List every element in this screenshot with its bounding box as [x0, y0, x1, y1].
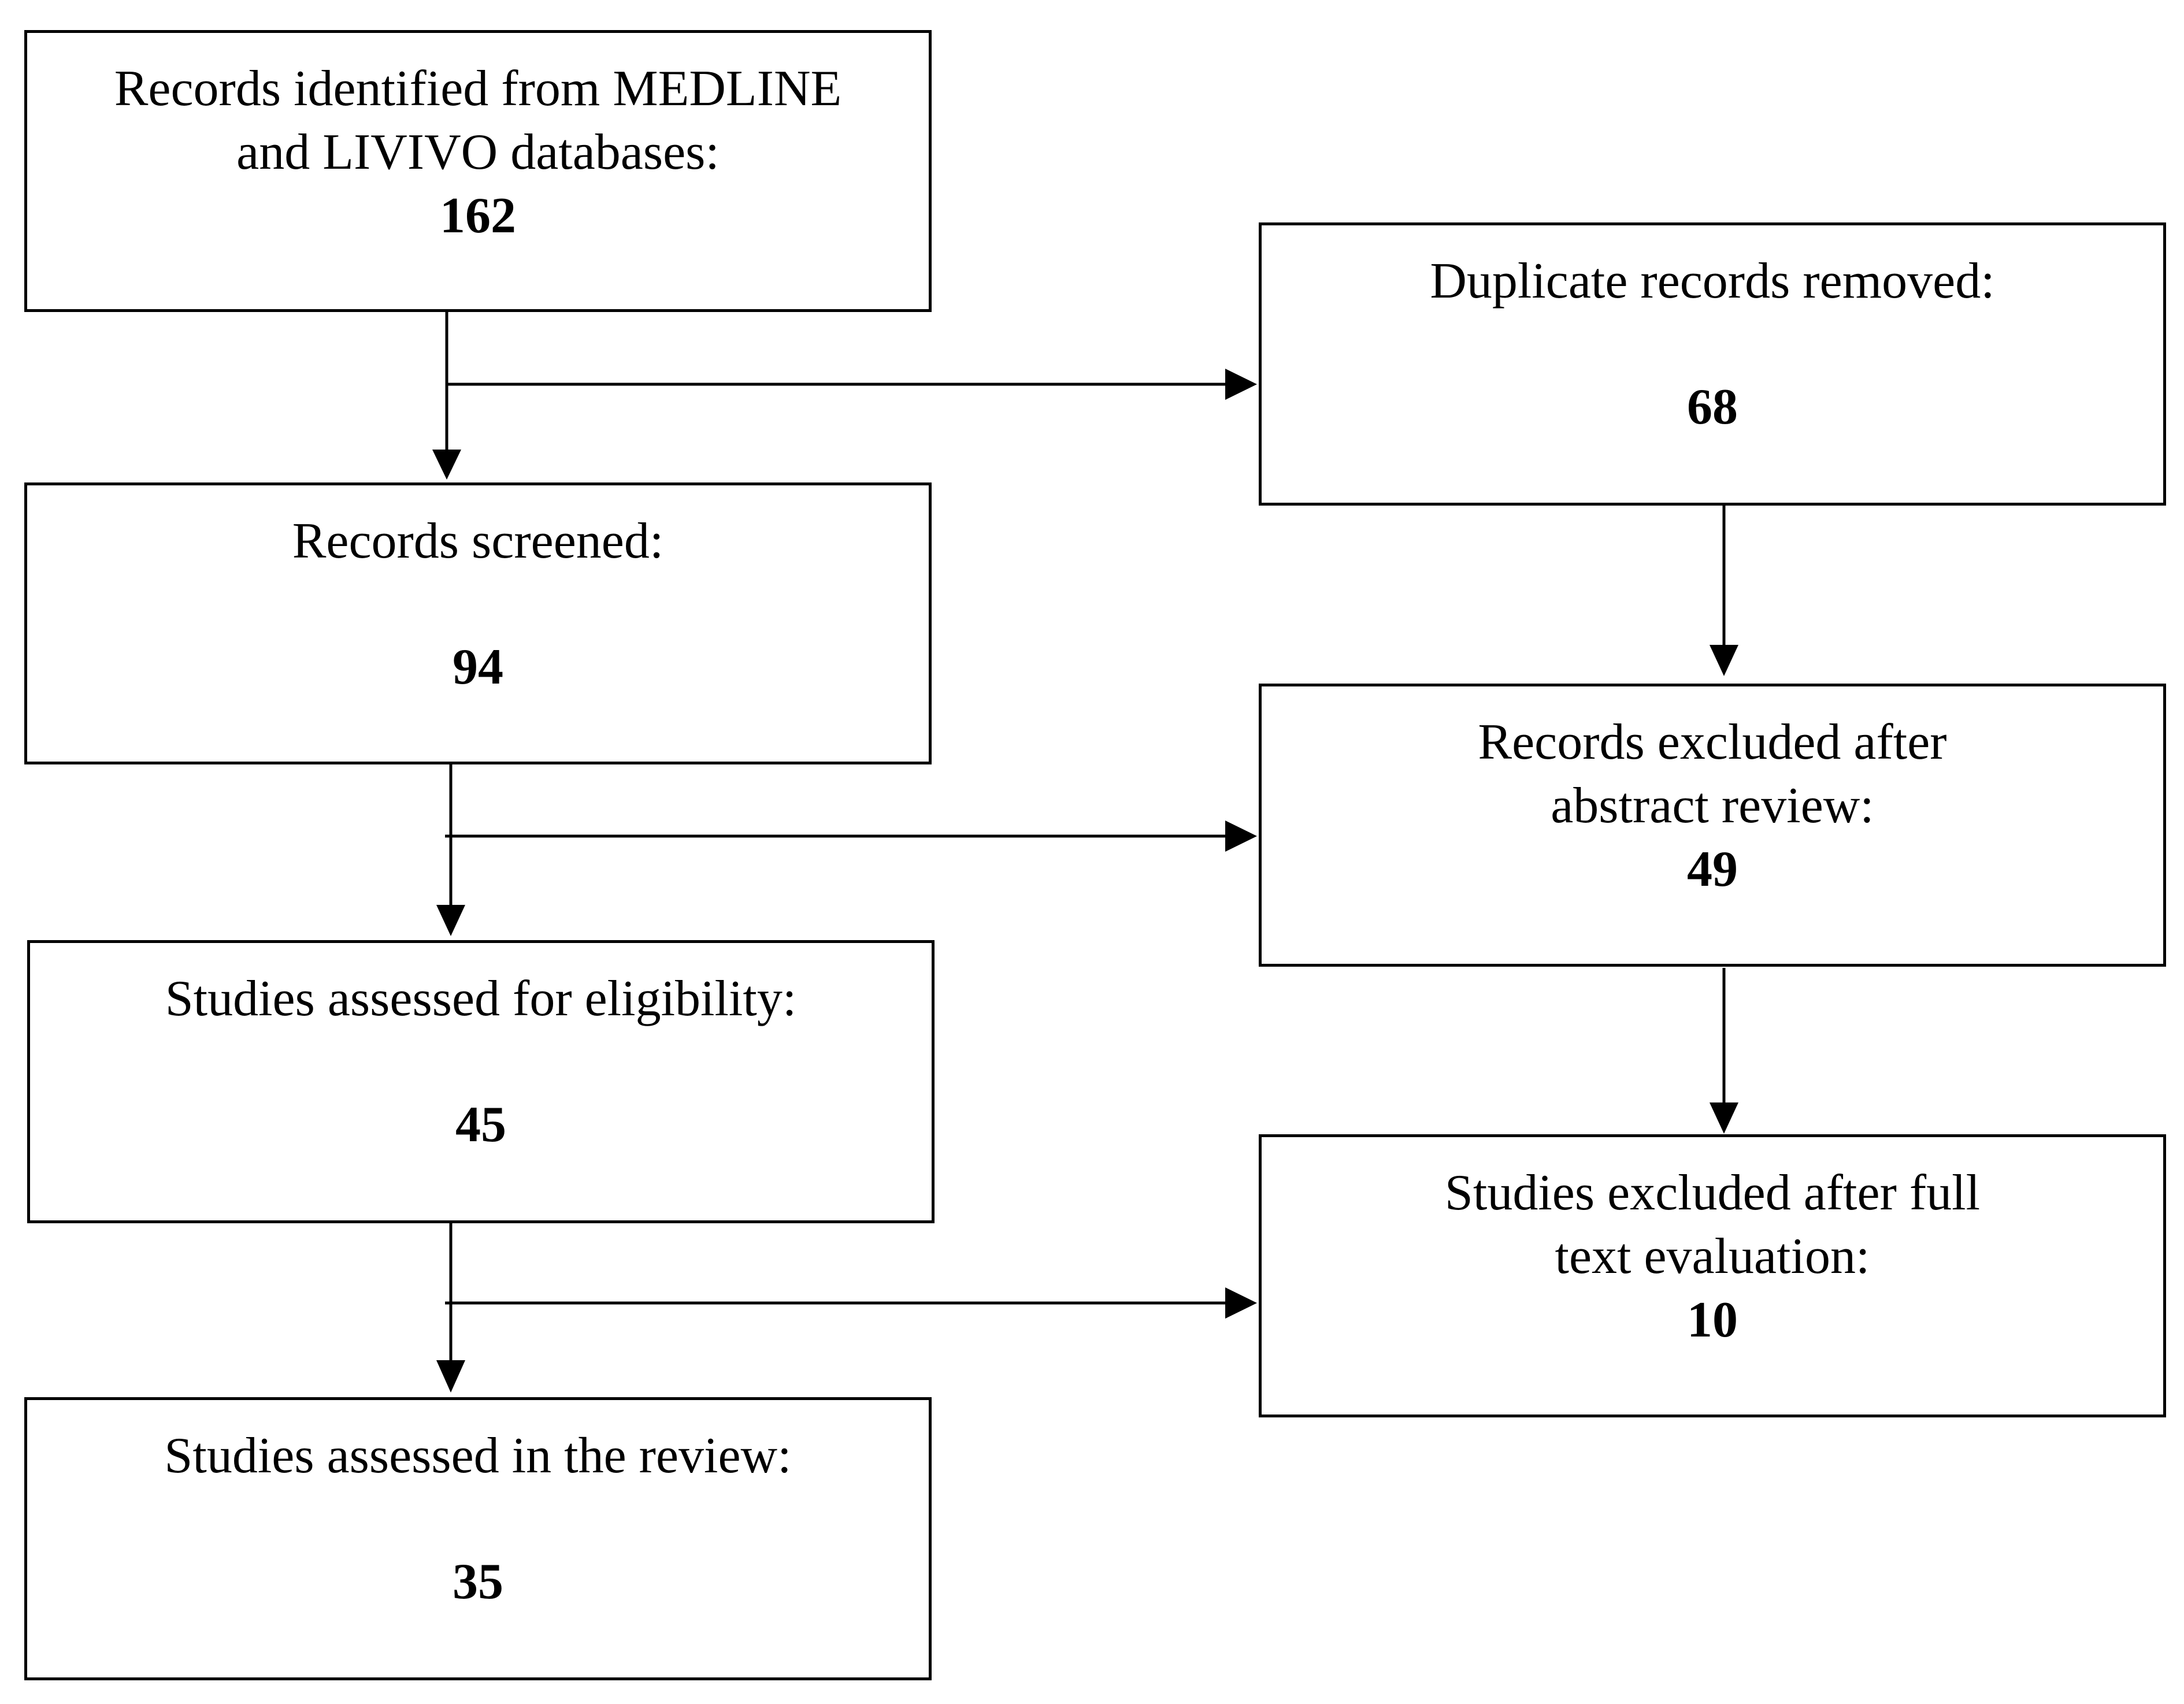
records-identified-count: 162 [440, 188, 516, 244]
included-studies-count: 35 [453, 1554, 503, 1610]
eligibility-box: Studies assessed for eligibility: 45 [27, 940, 935, 1223]
fulltext-excluded-box: Studies excluded after full text evaluat… [1259, 1134, 2166, 1417]
abstract-excluded-count: 49 [1687, 841, 1738, 897]
duplicates-removed-label: Duplicate records removed: [1430, 253, 1995, 309]
included-studies-label: Studies assessed in the review: [164, 1428, 792, 1484]
eligibility-count: 45 [455, 1097, 506, 1153]
duplicates-removed-box: Duplicate records removed: 68 [1259, 222, 2166, 506]
fulltext-excluded-count: 10 [1687, 1292, 1738, 1348]
records-identified-label: Records identified from MEDLINE and LIVI… [114, 61, 842, 180]
records-identified-box: Records identified from MEDLINE and LIVI… [24, 30, 932, 312]
records-screened-box: Records screened: 94 [24, 482, 932, 764]
records-screened-label: Records screened: [292, 513, 664, 569]
abstract-excluded-box: Records excluded after abstract review: … [1259, 684, 2166, 967]
fulltext-excluded-label: Studies excluded after full text evaluat… [1444, 1165, 1981, 1285]
included-studies-box: Studies assessed in the review: 35 [24, 1397, 932, 1680]
eligibility-label: Studies assessed for eligibility: [165, 971, 797, 1027]
records-screened-count: 94 [453, 639, 503, 695]
abstract-excluded-label: Records excluded after abstract review: [1478, 714, 1947, 834]
duplicates-removed-count: 68 [1687, 379, 1738, 435]
